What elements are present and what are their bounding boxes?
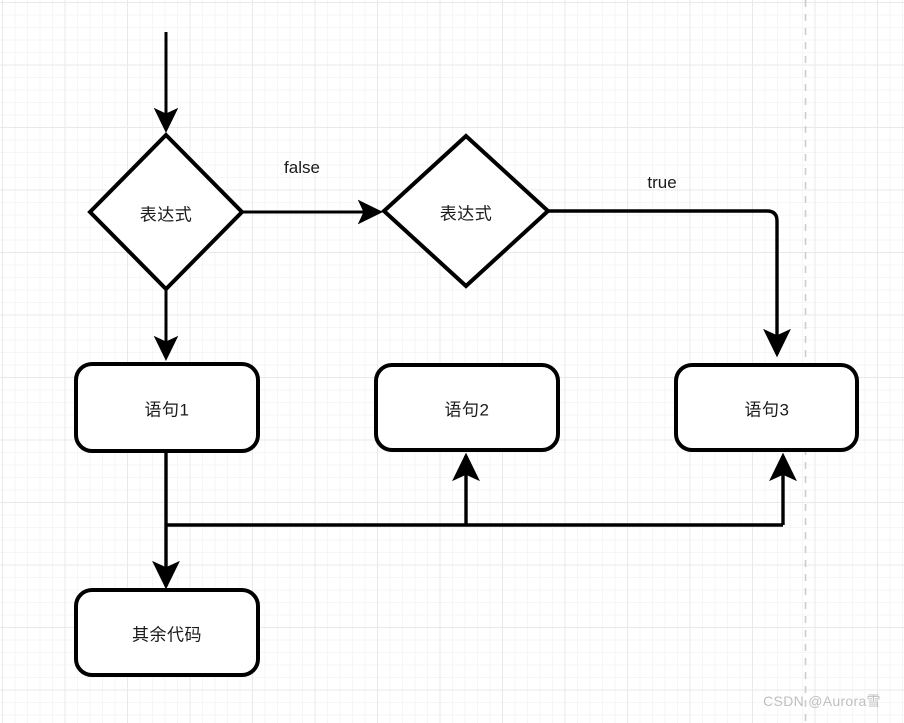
watermark: CSDN @Aurora雪 — [763, 693, 881, 709]
stmt2-box — [374, 363, 560, 452]
rest-box — [74, 588, 260, 677]
stmt1-box — [74, 362, 260, 453]
edge-label-false: false — [284, 158, 320, 177]
decision2-diamond — [381, 133, 551, 289]
edge-label-true: true — [647, 173, 677, 192]
stmt3-box — [674, 363, 859, 452]
edge-true-arrow — [548, 209, 791, 358]
decision1-diamond — [87, 132, 245, 292]
